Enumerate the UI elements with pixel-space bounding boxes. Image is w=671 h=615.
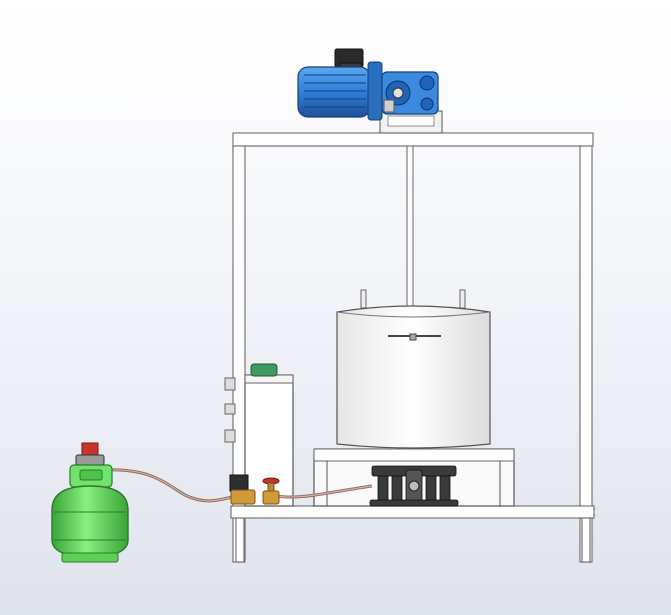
solenoid-valve [229, 474, 256, 505]
manual-valve [262, 477, 280, 505]
gas-hose [99, 468, 373, 503]
support-frame [230, 132, 595, 563]
gear-motor [297, 48, 443, 134]
gas-cylinder [51, 442, 129, 563]
gas-burner-stand [313, 448, 515, 507]
cooking-pot [336, 289, 491, 449]
agitator-shaft [406, 145, 414, 307]
